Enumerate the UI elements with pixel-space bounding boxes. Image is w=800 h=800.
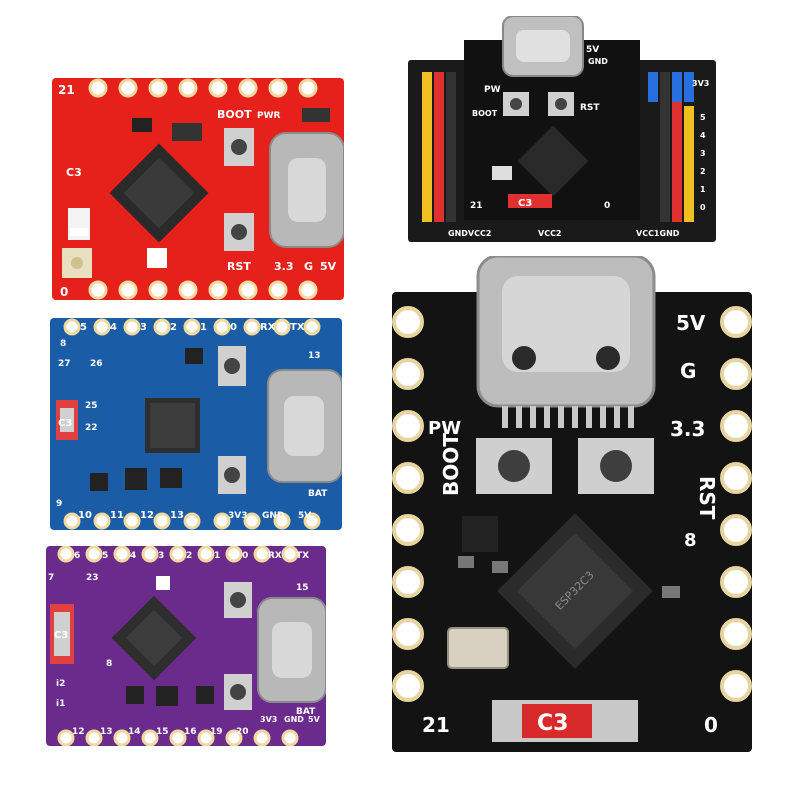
blue-top-pin-5: 0: [230, 322, 237, 333]
purple-bottom-pin-6: 20: [236, 727, 249, 737]
purple-pin-15: 15: [296, 583, 309, 593]
purple-top-pin-4: 3: [158, 551, 164, 561]
purple-bottom-pin-1: 13: [100, 727, 113, 737]
blue-pin-22: 22: [85, 423, 98, 433]
purple-top-pin-1: 6: [74, 551, 80, 561]
shield-3v3: 3V3: [692, 79, 709, 88]
blue-bottom-pin-1: 11: [110, 510, 124, 521]
purple-pin-8: 8: [106, 659, 112, 669]
blue-top-pin-4: 1: [200, 322, 207, 333]
red-pwr-label: PWR: [257, 111, 281, 121]
blue-pin-26: 26: [90, 359, 103, 369]
shield-gndvcc2: GNDVCC2: [448, 229, 491, 238]
red-pin-0-label: 0: [60, 285, 68, 299]
shield-right-pin-2: 3: [700, 149, 706, 158]
shield-vcc1gnd: VCC1GND: [636, 229, 680, 238]
shield-boot: BOOT: [472, 109, 498, 118]
shield-pw: PW: [484, 85, 501, 95]
blue-c3-label: C3: [58, 418, 72, 429]
red-5v-label: 5V: [320, 260, 337, 273]
blue-pin-13: 13: [308, 351, 321, 361]
blue-top-pin-1: 4: [110, 322, 117, 333]
black-pin-0-label: 0: [704, 713, 718, 737]
blue-top-pin-6: RX: [260, 322, 276, 333]
purple-board-graphic: 7 6 5 4 3 2 1 0 RX TX 23 C3 8 15 i2 i1 B…: [46, 545, 327, 747]
red-3v3-label: 3.3: [274, 260, 294, 273]
black-board-graphic: ESP32C3 5V G PW 3.3 BOOT RST 8 21 0 C3: [392, 254, 752, 752]
black-rst-label: RST: [695, 476, 719, 520]
purple-top-pin-6: 1: [214, 551, 220, 561]
blue-top-pin-2: 3: [140, 322, 147, 333]
purple-i1: i1: [56, 699, 65, 709]
blue-bottom-pin-0: 10: [78, 510, 92, 521]
black-v5-label: 5V: [676, 311, 706, 335]
shield-right-pin-4: 1: [700, 185, 706, 194]
purple-top-pin-8: RX: [268, 551, 282, 561]
purple-top-pin-5: 2: [186, 551, 192, 561]
purple-top-pin-9: TX: [296, 551, 309, 561]
purple-bottom-pin-2: 14: [128, 727, 141, 737]
blue-top-pin-7: TX: [290, 322, 305, 333]
purple-top-pin-2: 5: [102, 551, 108, 561]
purple-top-pin-3: 4: [130, 551, 136, 561]
blue-pin-9: 9: [56, 499, 62, 509]
black-3v3-label: 3.3: [670, 417, 705, 441]
purple-bottom-pin-9: 5V: [308, 715, 321, 724]
shield-rst: RST: [580, 103, 600, 113]
red-boot-label: BOOT: [217, 108, 252, 121]
shield-right-pin-3: 2: [700, 167, 706, 176]
black-pw-label: PW: [428, 418, 461, 439]
purple-bottom-pin-4: 16: [184, 727, 197, 737]
blue-top-pin-0: 5: [80, 322, 87, 333]
red-board: 21 0 BOOT PWR RST 3.3 G 5V C3: [52, 78, 345, 300]
shield-board: 5V GND 3V3 PW BOOT RST C3 21 0 GNDVCC2 V…: [408, 15, 716, 242]
black-boot-label: BOOT: [439, 433, 463, 496]
blue-board-graphic: 5 4 3 2 1 0 RX TX 8 27 26 25 22 C3 13 BA…: [50, 318, 343, 530]
blue-board: 5 4 3 2 1 0 RX TX 8 27 26 25 22 C3 13 BA…: [50, 318, 343, 530]
black-g-label: G: [680, 359, 696, 383]
purple-bottom-pin-3: 15: [156, 727, 169, 737]
shield-0: 0: [604, 201, 610, 211]
purple-i2: i2: [56, 679, 65, 689]
blue-top-pin-3: 2: [170, 322, 177, 333]
blue-pin-8: 8: [60, 339, 66, 349]
blue-bottom-pin-4: 3V3: [228, 511, 248, 521]
shield-gnd: GND: [588, 57, 608, 66]
shield-5v: 5V: [586, 45, 599, 55]
purple-bottom-pin-7: 3V3: [260, 715, 277, 724]
purple-bottom-pin-5: 19: [210, 727, 223, 737]
red-rst-label: RST: [227, 260, 251, 273]
shield-board-graphic: 5V GND 3V3 PW BOOT RST C3 21 0 GNDVCC2 V…: [408, 15, 716, 242]
red-c3-label: C3: [66, 166, 82, 179]
red-board-graphic: 21 0 BOOT PWR RST 3.3 G 5V C3: [52, 78, 345, 300]
blue-pin-25: 25: [85, 401, 98, 411]
purple-bottom-pin-8: GND: [284, 715, 304, 724]
shield-right-pin-0: 5: [700, 113, 706, 122]
shield-c3: C3: [518, 198, 532, 209]
blue-bat-label: BAT: [308, 489, 328, 499]
black-c3-label: C3: [537, 711, 568, 736]
shield-right-pin-1: 4: [700, 131, 706, 140]
blue-pin-27: 27: [58, 359, 71, 369]
purple-c3-label: C3: [54, 630, 68, 641]
blue-bottom-pin-6: 5V: [298, 511, 311, 521]
black-pin-21-label: 21: [422, 713, 450, 737]
blue-bottom-pin-3: 13: [170, 510, 184, 521]
purple-bottom-pin-0: 12: [72, 727, 85, 737]
black-pin-8-label: 8: [684, 530, 697, 551]
purple-bat-label: BAT: [296, 707, 316, 717]
red-g-label: G: [304, 260, 313, 273]
shield-right-pin-5: 0: [700, 203, 706, 212]
shield-21: 21: [470, 201, 483, 211]
shield-vcc2: VCC2: [538, 229, 562, 238]
red-pin-21-label: 21: [58, 83, 75, 97]
purple-board: 7 6 5 4 3 2 1 0 RX TX 23 C3 8 15 i2 i1 B…: [46, 545, 327, 747]
blue-bottom-pin-2: 12: [140, 510, 154, 521]
blue-bottom-pin-5: GND: [262, 511, 284, 521]
purple-top-pin-0: 7: [48, 573, 54, 583]
purple-pin-23: 23: [86, 573, 99, 583]
black-board: ESP32C3 5V G PW 3.3 BOOT RST 8 21 0 C3: [392, 254, 752, 752]
purple-top-pin-7: 0: [242, 551, 248, 561]
